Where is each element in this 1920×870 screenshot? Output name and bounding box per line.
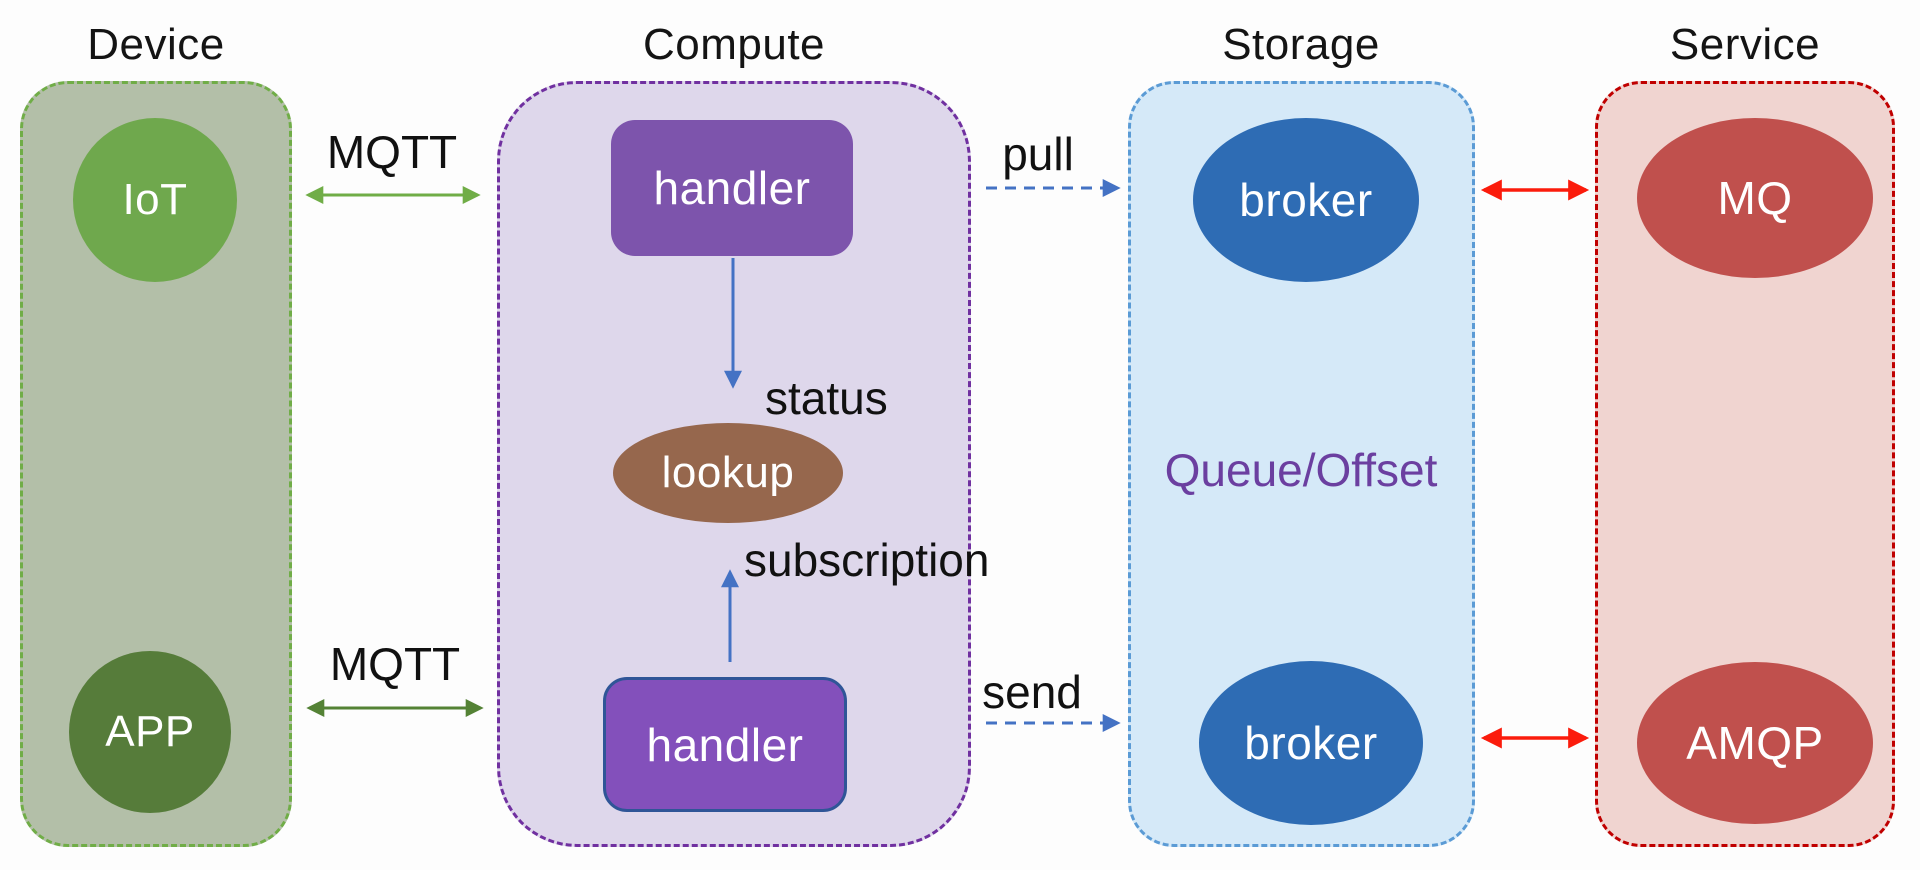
app-node: APP — [69, 651, 231, 813]
pull-label: pull — [1002, 128, 1074, 180]
compute-column-title: Compute — [642, 20, 826, 69]
handler-top-node: handler — [611, 120, 853, 256]
status-label: status — [765, 372, 888, 424]
broker-top-node-label: broker — [1239, 174, 1373, 226]
mq-node: MQ — [1637, 118, 1873, 278]
app-node-label: APP — [105, 707, 195, 756]
broker-top-node: broker — [1193, 118, 1419, 282]
storage-column-title: Storage — [1222, 20, 1380, 69]
device-column-title: Device — [87, 20, 225, 69]
amqp-node-label: AMQP — [1686, 717, 1824, 769]
broker-bottom-node-label: broker — [1244, 717, 1378, 769]
send-label: send — [982, 666, 1082, 718]
handler-top-node-label: handler — [653, 162, 811, 214]
subscription-label: subscription — [744, 534, 990, 586]
amqp-node: AMQP — [1637, 662, 1873, 824]
iot-node-label: IoT — [122, 175, 188, 224]
mqtt-bottom-label: MQTT — [329, 638, 461, 690]
iot-node: IoT — [73, 118, 237, 282]
handler-bottom-node-label: handler — [646, 718, 804, 771]
broker-bottom-node: broker — [1199, 661, 1423, 825]
handler-bottom-node: handler — [603, 677, 847, 812]
lookup-node-label: lookup — [661, 448, 795, 497]
service-column-title: Service — [1669, 20, 1821, 69]
queue-offset-label: Queue/Offset — [1164, 444, 1438, 496]
mqtt-top-label: MQTT — [326, 126, 458, 178]
mq-node-label: MQ — [1717, 172, 1793, 224]
lookup-node: lookup — [613, 423, 843, 523]
